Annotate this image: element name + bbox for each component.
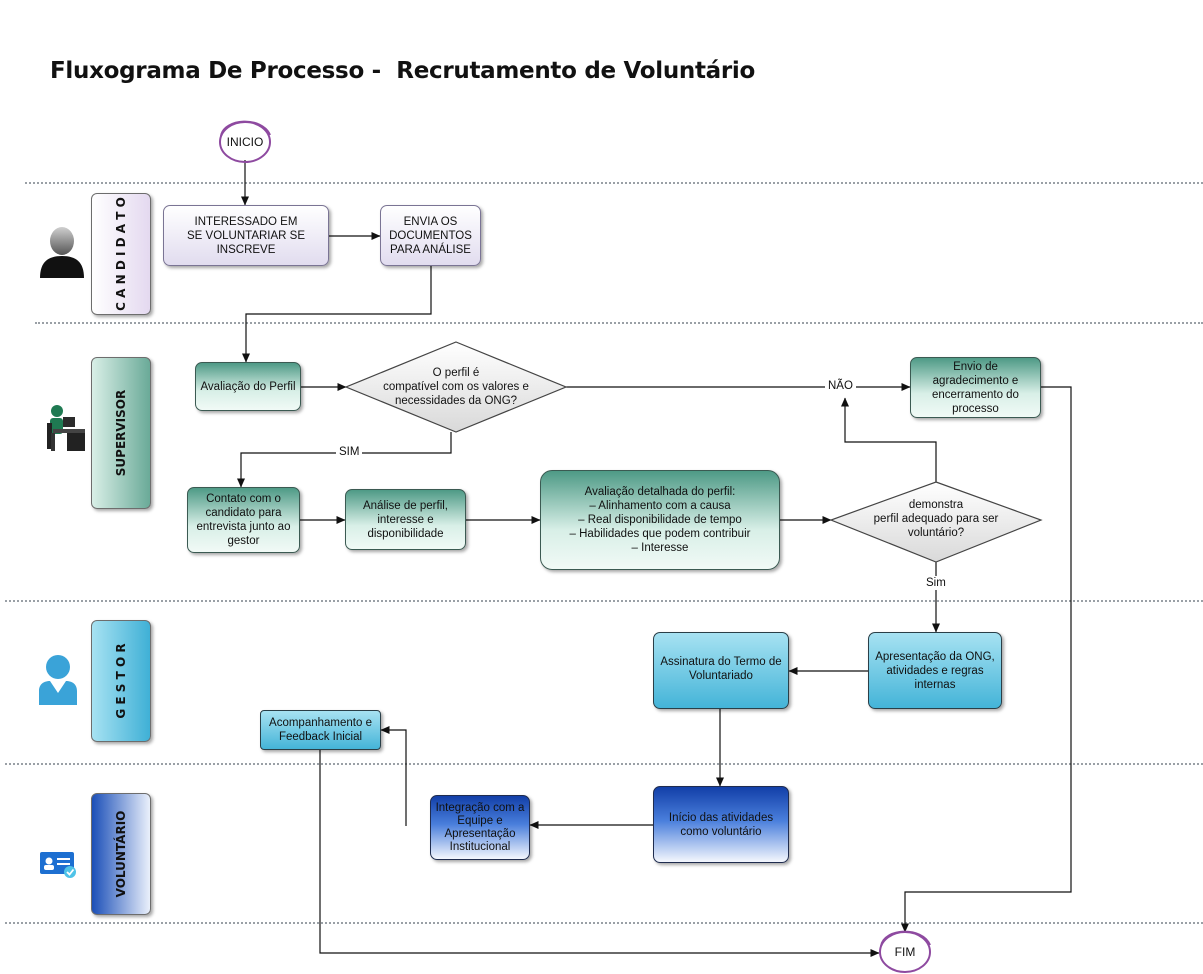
lane-label-supervisor: SUPERVISOR (114, 389, 128, 477)
edge-decisao-sim (237, 432, 452, 488)
end-terminal: FIM (894, 945, 916, 959)
lane-label-candidato: C A N D I D A T O (114, 197, 128, 311)
lane-label-gestor: G E S T O R (114, 643, 128, 719)
lane-separator (5, 763, 1203, 765)
step-envio-agradecimento: Envio de agradecimento e encerramento do… (910, 357, 1041, 418)
step-inscreve: INTERESSADO EM SE VOLUNTARIAR SE INSCREV… (163, 205, 329, 266)
lane-header-gestor: G E S T O R (91, 620, 151, 742)
decision-adequado-text: demonstra perfil adequado para ser volun… (873, 499, 999, 539)
lane-label-voluntario: VOLUNTÁRIO (114, 810, 128, 898)
decision-perfil-text: O perfil é compatível com os valores e n… (383, 367, 529, 407)
step-inicio-atividades: Início das atividades como voluntário (653, 786, 789, 863)
edge-agradecimento-fim (901, 386, 1072, 933)
page-title: Fluxograma De Processo - Recrutamento de… (50, 58, 756, 84)
lane-separator (5, 600, 1203, 602)
lane-separator (25, 182, 1203, 184)
lane-separator (5, 922, 1203, 924)
edge-acompanhamento-fim (319, 750, 880, 957)
decision-diamond-perfil (344, 341, 568, 433)
person-icon (38, 226, 86, 283)
step-analise-perfil: Análise de perfil, interesse e disponibi… (345, 489, 466, 550)
step-avaliacao-perfil: Avaliação do Perfil (195, 362, 301, 411)
office-worker-icon (45, 403, 87, 458)
edge-label-sim-upper: SIM (336, 445, 363, 459)
id-card-icon (40, 850, 78, 885)
decision-diamond-adequado (829, 481, 1043, 563)
edge-decisao2-nao (841, 397, 937, 482)
lane-header-supervisor: SUPERVISOR (91, 357, 151, 509)
step-envia-documentos: ENVIA OS DOCUMENTOS PARA ANÁLISE (380, 205, 481, 266)
manager-icon (38, 653, 78, 710)
edge-envia-avaliacao (242, 266, 432, 363)
lane-header-candidato: C A N D I D A T O (91, 193, 151, 315)
edge-label-sim-lower: Sim (923, 576, 949, 590)
step-contato-candidato: Contato com o candidato para entrevista … (187, 487, 300, 553)
step-apresentacao-ong: Apresentação da ONG, atividades e regras… (868, 632, 1002, 709)
step-assinatura-termo: Assinatura do Termo de Voluntariado (653, 632, 789, 709)
start-terminal: INICIO (226, 135, 264, 149)
edge-integracao-acompanhamento (380, 726, 407, 826)
step-acompanhamento: Acompanhamento e Feedback Inicial (260, 710, 381, 750)
step-integracao: Integração com a Equipe e Apresentação I… (430, 795, 530, 860)
edge-label-nao: NÃO (825, 379, 856, 393)
lane-separator (35, 322, 1203, 324)
lane-header-voluntario: VOLUNTÁRIO (91, 793, 151, 915)
step-avaliacao-detalhada: Avaliação detalhada do perfil: – Alinham… (540, 470, 780, 570)
